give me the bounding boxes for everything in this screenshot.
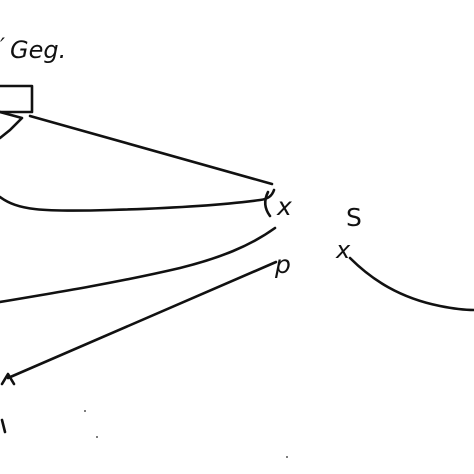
box-bracket (0, 110, 24, 140)
line-box-to-x (28, 114, 274, 186)
hook-near-x (263, 190, 272, 218)
cross-label: x (336, 236, 351, 264)
paper-speck (286, 456, 288, 458)
line-bottom-to-p (6, 260, 278, 380)
paper-speck (84, 410, 86, 412)
caret-bottom-left (0, 372, 16, 386)
stub-bottom-left (0, 418, 7, 434)
top-box (0, 84, 34, 114)
geg-label: Geg. (10, 36, 67, 64)
curve-left-to-x (0, 188, 276, 212)
paper-speck (96, 436, 98, 438)
s-label: S (346, 203, 362, 232)
p-label: p (275, 250, 291, 279)
x-label: x (277, 192, 292, 221)
tick-mark: ′ (0, 35, 5, 60)
curve-left-to-p (0, 226, 277, 304)
curve-x-to-right (348, 256, 474, 312)
